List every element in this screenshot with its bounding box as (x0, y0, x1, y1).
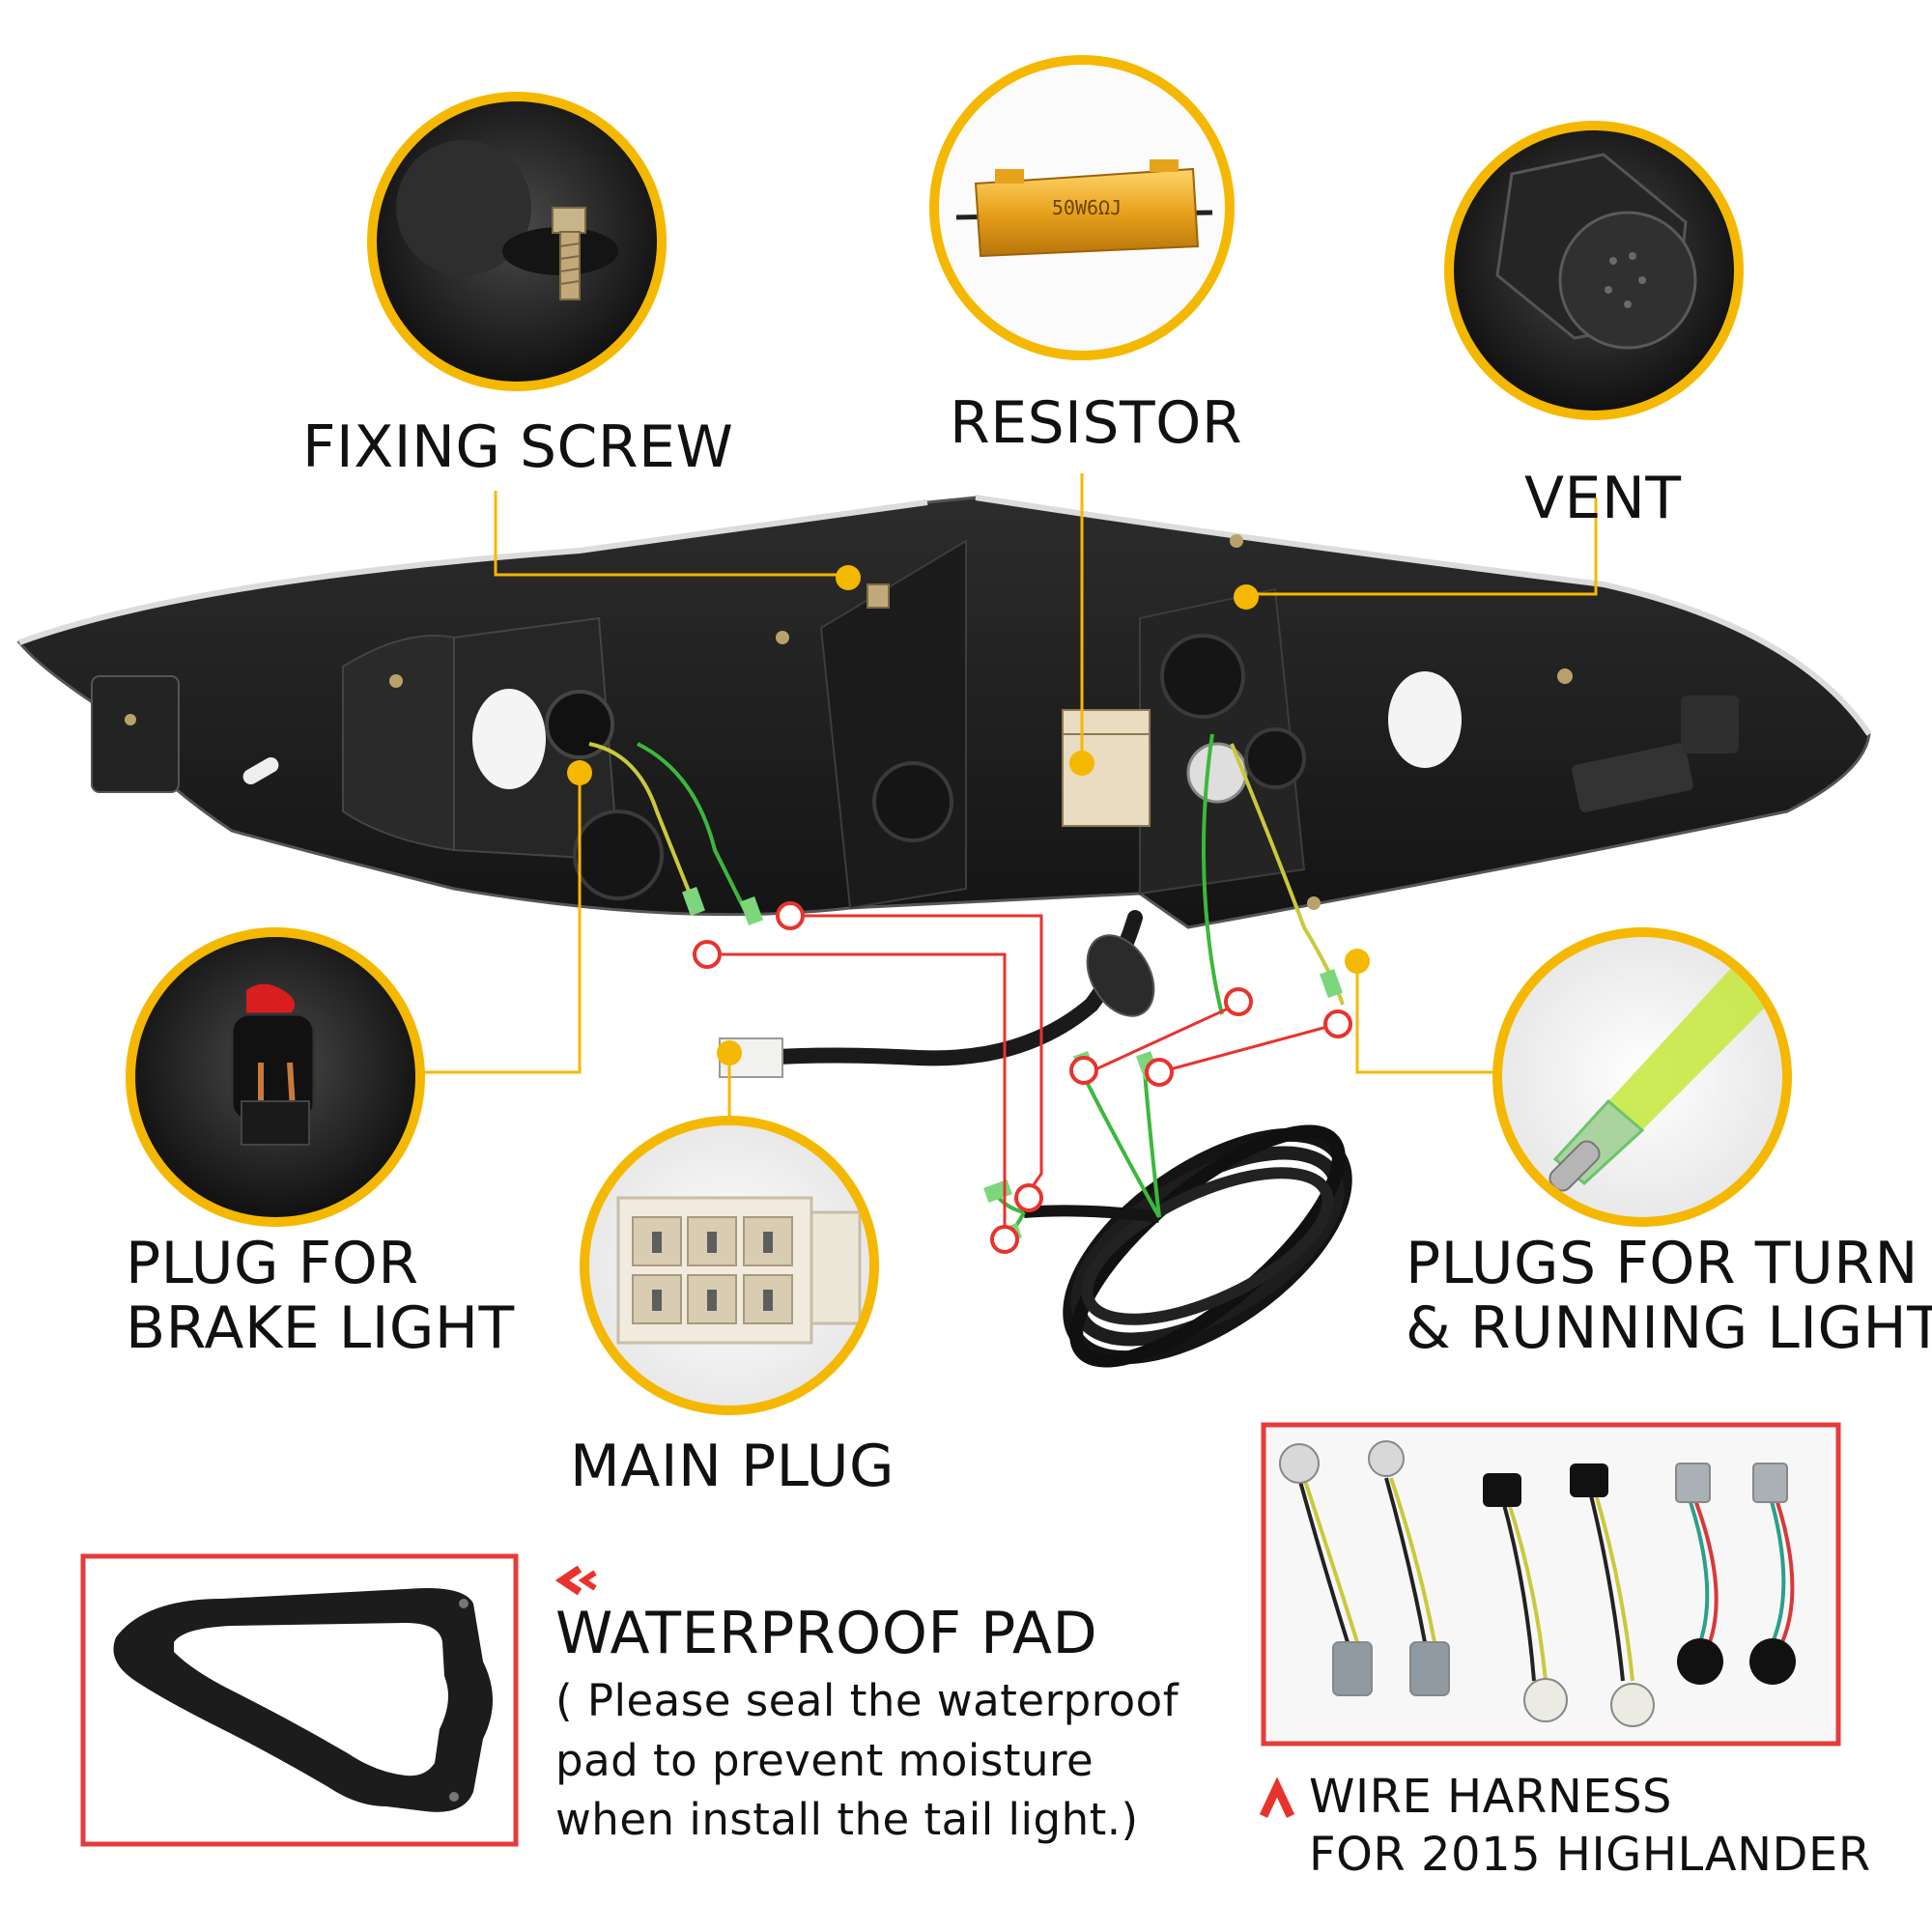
wiring (588, 733, 1345, 1078)
waterproof-pad-title: WATERPROOF PAD (555, 1600, 1098, 1667)
wire-harness-line-1: WIRE HARNESS (1309, 1770, 1673, 1824)
brake-light-line-1: PLUG FOR (126, 1230, 419, 1297)
wire-harness-label: WIRE HARNESS FOR 2015 HIGHLANDER (1309, 1768, 1871, 1884)
resistor-marking: 50W6ΩJ (1052, 196, 1122, 219)
connection-markers (693, 901, 1352, 1254)
tail-light-housing (16, 495, 1872, 929)
turn-plug-callout (1492, 927, 1792, 1227)
fixing-screw-label: FIXING SCREW (302, 413, 734, 481)
harness-arrow-icon (1259, 1776, 1295, 1818)
leader-lines (415, 473, 1598, 1125)
coiled-harness (983, 1051, 1352, 1368)
waterproof-pad-note-line-1: ( Please seal the waterproof (555, 1675, 1179, 1726)
fixing-screw-callout (367, 92, 667, 391)
waterproof-pad-note: ( Please seal the waterproof pad to prev… (555, 1671, 1179, 1850)
waterproof-pad-note-line-2: pad to prevent moisture (555, 1734, 1094, 1786)
turn-running-line-1: PLUGS FOR TURN (1406, 1230, 1918, 1297)
wire-harness-line-2: FOR 2015 HIGHLANDER (1309, 1828, 1871, 1882)
main-plug-label: MAIN PLUG (570, 1433, 895, 1500)
turn-running-label: PLUGS FOR TURN & RUNNING LIGHT (1406, 1230, 1932, 1363)
vent-label: VENT (1524, 465, 1682, 532)
brake-light-line-2: BRAKE LIGHT (126, 1294, 515, 1363)
brake-plug-callout (126, 927, 425, 1227)
waterproof-pad-note-line-3: when install the tail light.) (555, 1794, 1139, 1846)
wire-harness-image (1261, 1422, 1841, 1747)
resistor-label: RESISTOR (950, 389, 1243, 457)
turn-running-line-2: & RUNNING LIGHT (1406, 1294, 1932, 1363)
main-plug-callout (580, 1116, 879, 1415)
pad-arrow-icon (554, 1565, 597, 1596)
leader-dots (567, 565, 1370, 1065)
waterproof-pad-image (80, 1553, 519, 1847)
brake-light-label: PLUG FOR BRAKE LIGHT (126, 1230, 515, 1363)
resistor-callout: 50W6ΩJ (929, 55, 1235, 360)
vent-callout (1444, 121, 1744, 420)
